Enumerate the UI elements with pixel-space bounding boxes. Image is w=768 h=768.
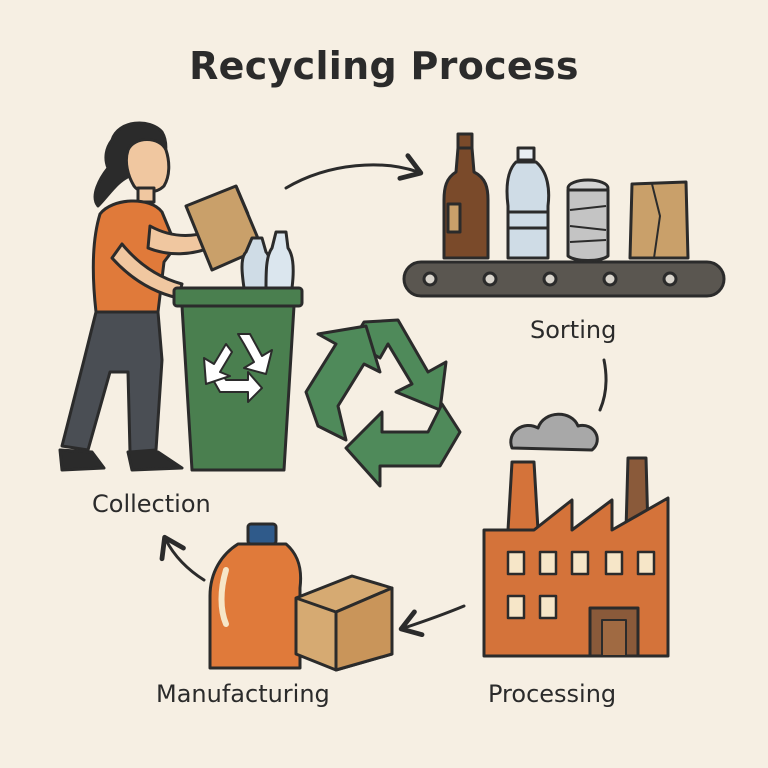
bottles-in-bin-icon [240, 230, 295, 290]
arrow-collection-to-sorting [284, 153, 424, 190]
cardboard-box-icon [294, 574, 394, 672]
step-label-manufacturing: Manufacturing [156, 680, 330, 708]
arrow-manufacturing-to-collection [159, 534, 206, 582]
factory-icon [482, 456, 670, 658]
person-icon [58, 121, 216, 472]
plastic-bottle-icon [505, 146, 551, 260]
diagram-title: Recycling Process [189, 44, 579, 88]
detergent-bottle-icon [208, 522, 303, 670]
smoke-cloud-icon [509, 412, 599, 452]
step-label-collection: Collection [92, 490, 211, 518]
cardboard-on-belt-icon [628, 180, 690, 260]
brown-bottle-icon [442, 132, 490, 260]
recycling-bin-icon [172, 286, 304, 472]
arrow-sorting-to-processing [598, 358, 608, 412]
recycle-symbol-icon [304, 318, 462, 488]
step-label-sorting: Sorting [530, 316, 617, 344]
crushed-can-icon [566, 178, 610, 262]
conveyor-belt-icon [402, 260, 726, 298]
step-label-processing: Processing [488, 680, 617, 708]
arrow-processing-to-manufacturing [398, 604, 466, 638]
